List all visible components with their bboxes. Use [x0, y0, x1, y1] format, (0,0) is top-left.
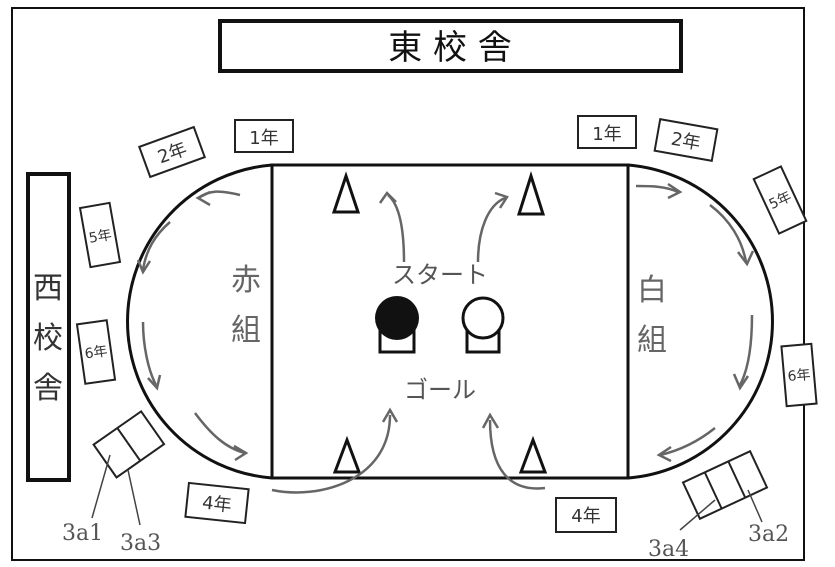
- sign-red-grade5-label: 5年: [88, 227, 113, 247]
- west-building-char-3: 舎: [33, 371, 63, 406]
- sign-white-grade1: 1年: [577, 115, 637, 149]
- goal-label: ゴール: [404, 376, 476, 404]
- pointer-3a2: [747, 489, 763, 523]
- east-building-box: [218, 19, 683, 73]
- start-label: スタート: [392, 261, 488, 289]
- sign-red-grade2: 2年: [137, 125, 207, 179]
- sign-white-grade6-label: 6年: [787, 367, 811, 385]
- cone-icon: [516, 171, 546, 216]
- sign-red-grade5: 5年: [78, 201, 122, 269]
- class-label-3a2: 3a2: [748, 522, 789, 547]
- sign-white-grade1-label: 1年: [592, 124, 621, 145]
- track-arrow-left-bottom-icon: [194, 412, 249, 462]
- track-arrow-right-bottom-icon: [656, 427, 716, 463]
- sign-white-grade5: 5年: [752, 165, 808, 235]
- track-arrow-left-lower-icon: [141, 321, 162, 391]
- sign-white-grade2-label: 2年: [669, 129, 702, 155]
- tent-right-icon: [681, 449, 769, 521]
- white-team-char-1: 白: [637, 273, 667, 308]
- sign-red-grade1: 1年: [234, 119, 294, 153]
- sign-red-grade6-label: 6年: [84, 343, 109, 362]
- track-arrow-left-upper-icon: [136, 221, 171, 275]
- goal-arrow-left-icon: [271, 407, 399, 494]
- start-arrow-left-icon: [378, 191, 406, 263]
- pointer-3a3: [127, 469, 141, 526]
- sign-white-grade6: 6年: [780, 342, 818, 408]
- white-ball-icon: [461, 296, 505, 354]
- cone-icon: [331, 171, 361, 214]
- west-building-box: [26, 172, 71, 482]
- tent-left-icon: [92, 410, 166, 479]
- west-building-char-1: 西: [33, 271, 63, 306]
- sign-red-grade6: 6年: [75, 319, 117, 385]
- red-team-char-2: 組: [231, 313, 261, 348]
- cone-icon: [332, 435, 362, 474]
- pointer-3a4: [679, 499, 716, 531]
- track-arrow-right-upper-icon: [709, 204, 755, 267]
- pointer-3a1: [91, 454, 111, 519]
- class-label-3a1: 3a1: [62, 521, 103, 546]
- track-arrow-right-lower-icon: [732, 314, 754, 391]
- west-building-char-2: 校: [33, 321, 63, 356]
- sign-red-grade4-label: 4年: [201, 493, 232, 517]
- goal-arrow-right-icon: [481, 412, 546, 490]
- start-arrow-right-icon: [476, 191, 509, 263]
- sign-red-grade4: 4年: [184, 481, 250, 525]
- class-label-3a4: 3a4: [648, 537, 689, 562]
- east-building-label: 東 校 舎: [388, 28, 512, 68]
- sign-red-grade1-label: 1年: [249, 128, 278, 149]
- white-team-char-2: 組: [637, 323, 667, 358]
- track-arrow-left-top-icon: [195, 190, 241, 207]
- sign-white-grade2: 2年: [653, 118, 719, 162]
- red-ball-icon: [375, 296, 419, 354]
- track-arrow-right-top-icon: [635, 182, 683, 200]
- infield-rect: [270, 163, 630, 480]
- sign-white-grade4: 4年: [555, 497, 617, 533]
- cone-icon: [518, 435, 548, 474]
- class-label-3a3: 3a3: [120, 531, 161, 556]
- red-team-char-1: 赤: [231, 263, 261, 298]
- sign-white-grade4-label: 4年: [571, 506, 600, 527]
